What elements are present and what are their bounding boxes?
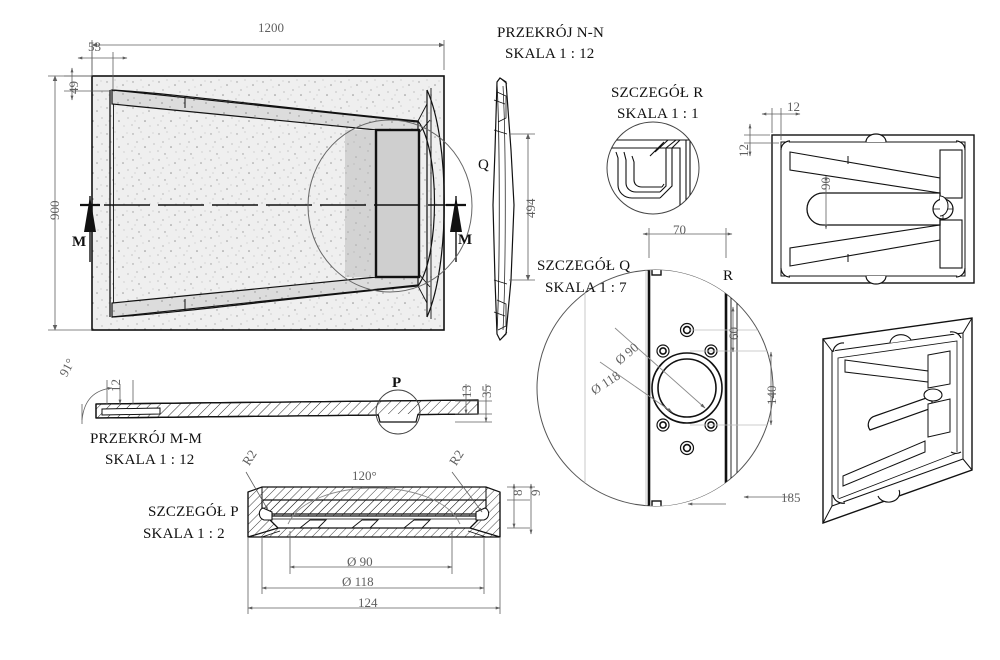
- title-detail-q-line2: SKALA 1 : 7: [545, 280, 627, 296]
- dim-mm-thickness: 12: [108, 379, 123, 392]
- main-plan-view: [48, 40, 473, 331]
- dim-bottom-edge-12-v: 12: [736, 144, 751, 157]
- title-section-mm-line1: PRZEKRÓJ M-M: [90, 431, 202, 447]
- title-detail-p-line2: SKALA 1 : 2: [143, 526, 225, 542]
- dim-plan-width: 1200: [258, 20, 284, 35]
- title-detail-q-line1: SZCZEGÓŁ Q: [537, 258, 631, 274]
- dim-p-angle: 120°: [352, 468, 377, 483]
- title-detail-r-line1: SZCZEGÓŁ R: [611, 85, 704, 101]
- section-mark-m-right: M: [458, 232, 473, 248]
- section-mm-view: [81, 380, 492, 435]
- detail-q-view: [536, 228, 790, 507]
- title-section-nn-line2: SKALA 1 : 12: [505, 46, 595, 62]
- title-section-nn-line1: PRZEKRÓJ N-N: [497, 25, 604, 41]
- dim-q-plate-width: 70: [673, 222, 686, 237]
- title-detail-p-line1: SZCZEGÓŁ P: [148, 504, 239, 520]
- dim-plan-inset-left: 53: [88, 39, 101, 54]
- section-arrow-m-left: [80, 196, 100, 262]
- isometric-underside-view: [822, 317, 973, 524]
- dim-p-dia-90: Ø 90: [347, 554, 373, 569]
- dim-bottom-edge-12-h: 12: [787, 99, 800, 114]
- title-section-mm-line2: SKALA 1 : 12: [105, 452, 195, 468]
- section-mark-m-left: M: [72, 234, 87, 250]
- detail-mark-p: P: [392, 375, 402, 391]
- bottom-plan-view: [744, 108, 975, 285]
- detail-mark-q: Q: [478, 157, 489, 173]
- detail-p-view: [245, 471, 535, 614]
- detail-mark-r: R: [723, 268, 734, 284]
- title-detail-r-line2: SKALA 1 : 1: [617, 106, 699, 122]
- dim-p-width-124: 124: [358, 595, 378, 610]
- dim-mm-height-35: 35: [479, 385, 494, 398]
- dim-mm-height-13: 13: [459, 385, 474, 398]
- dim-q-span-140: 140: [764, 385, 779, 406]
- dim-p-dia-118: Ø 118: [342, 574, 374, 589]
- detail-r-view: [606, 121, 700, 215]
- dim-bottom-slot-90: 90: [818, 177, 833, 190]
- dim-plan-height: 900: [47, 200, 62, 221]
- dim-p-h9: 9: [528, 489, 543, 497]
- dim-p-h8: 8: [510, 489, 525, 497]
- dim-q-edge-185: 185: [781, 490, 801, 505]
- dim-plan-inset-top: 49: [66, 81, 81, 94]
- dim-nn-height: 494: [523, 198, 538, 219]
- dim-q-offset-60: 60: [726, 327, 741, 340]
- section-arrow-m-right: [446, 196, 466, 262]
- section-nn-view: [492, 77, 535, 342]
